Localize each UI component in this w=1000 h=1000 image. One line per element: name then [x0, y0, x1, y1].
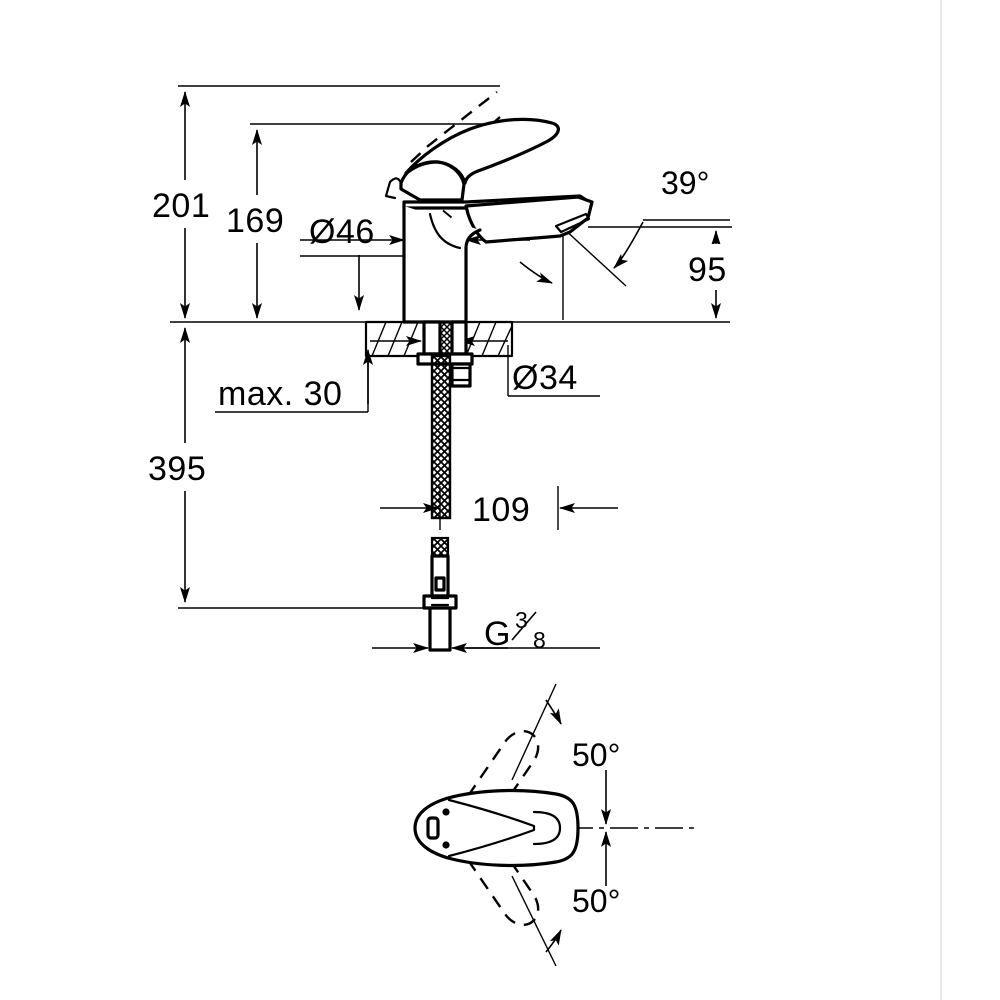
lever-plan-tail-contour	[532, 810, 562, 846]
dimension-d46: Ø46	[300, 213, 530, 311]
dimension-109: 109	[380, 491, 618, 529]
dim-leader-39deg-line	[562, 227, 627, 287]
spout-outlet-tip	[554, 212, 591, 234]
dim-label-d34: Ø34	[512, 359, 578, 397]
dimension-395: 395	[145, 327, 245, 603]
angle-arrow-upper	[545, 699, 562, 725]
lever-stem	[399, 160, 466, 202]
countertop-left-hatch	[371, 321, 419, 357]
dimension-max30: max. 30	[218, 349, 373, 413]
lever-pivot-detail-2	[384, 180, 397, 200]
dim-label-169: 169	[226, 202, 284, 240]
lever-rotated-up-dashed	[467, 730, 540, 817]
flexible-hose-upper	[430, 354, 452, 520]
angle-label-lower: 50°	[572, 883, 620, 919]
dim-label-max30: max. 30	[218, 375, 342, 413]
dim-label-thread-g: G	[484, 615, 511, 653]
lever-marker-dot-hot	[442, 808, 450, 816]
dimension-95: 95	[684, 230, 756, 319]
countertop-right-hatch	[465, 321, 513, 357]
lever-raised-hinge	[413, 185, 458, 223]
dim-label-thread-denominator: 8	[533, 627, 546, 653]
dim-label-39deg: 39°	[661, 165, 709, 201]
lever-plan-outline	[413, 788, 580, 868]
dimension-169: 169	[222, 129, 310, 319]
shank-left-wall	[422, 320, 442, 356]
lever-rotated-down-dashed	[467, 839, 540, 926]
dimension-39deg: 39°	[519, 165, 709, 320]
hose-upper-braid	[430, 354, 452, 520]
shank-right-wall	[450, 320, 468, 356]
faucet-side-elevation	[364, 91, 594, 652]
dim-leader-39deg-curve	[613, 221, 644, 269]
lever-marker-dot-cold	[442, 841, 450, 849]
dim-label-201: 201	[152, 187, 210, 225]
hose-fitting-facets	[430, 596, 450, 607]
lever-swing-down-outline	[467, 839, 540, 926]
body-inner-curve	[428, 212, 462, 250]
dim-label-395: 395	[148, 450, 206, 488]
dimension-d34: Ø34	[370, 336, 578, 397]
dim-label-d46: Ø46	[309, 213, 375, 251]
dim-label-109: 109	[472, 491, 530, 529]
angle-leader-lower-line	[511, 875, 557, 967]
angle-leader-upper-line	[511, 683, 557, 781]
angle-label-upper: 50°	[572, 737, 620, 773]
shank-thread	[439, 321, 453, 357]
dim-leader-spout-lower	[519, 261, 553, 284]
lever-nose-slot	[426, 816, 440, 840]
dim-label-95: 95	[688, 251, 727, 289]
nut-facets	[450, 366, 472, 382]
flexible-hose-lower	[422, 536, 458, 652]
lever-pivot-detail	[388, 177, 403, 185]
dimension-201: 201	[148, 91, 236, 319]
lever-swing-up-outline	[467, 730, 540, 817]
thread-fraction-bar	[511, 611, 537, 641]
body-column	[402, 204, 482, 324]
angle-arrow-lower	[545, 929, 562, 953]
lever-plan-view: 50° 50°	[413, 683, 700, 967]
lever-raised-outline-top	[410, 91, 498, 163]
dimension-thread-g38: G 3 8	[372, 607, 546, 653]
lever-plan-inner-contour	[447, 798, 536, 858]
thread-stub-g38	[428, 606, 452, 652]
hose-sleeve-mark	[434, 576, 446, 592]
